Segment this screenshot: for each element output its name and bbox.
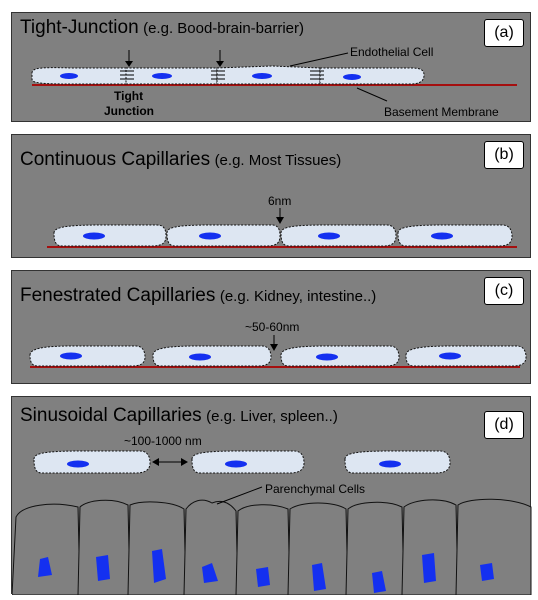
panel-sinusoidal-capillaries: Sinusoidal Capillaries (e.g. Liver, sple… <box>11 396 532 595</box>
gap-label: ~50-60nm <box>245 320 299 334</box>
parenchymal-cell <box>127 501 187 595</box>
double-arrow-icon <box>152 458 188 466</box>
arrow-icon <box>125 50 133 67</box>
panel-continuous-capillaries: Continuous Capillaries (e.g. Most Tissue… <box>11 134 531 258</box>
panel-fenestrated-capillaries: Fenestrated Capillaries (e.g. Kidney, in… <box>11 270 531 384</box>
nucleus <box>422 553 436 583</box>
nucleus <box>480 563 494 581</box>
endothelial-cell-label: Endothelial Cell <box>350 45 433 59</box>
panel-d-title-main: Sinusoidal Capillaries <box>20 405 202 426</box>
endothelial-cell <box>191 450 305 474</box>
junction-label-line-2: Junction <box>104 104 154 118</box>
nucleus <box>152 73 172 79</box>
panel-a-diagram: Tight Junction Endothelial Cell Basement… <box>31 45 517 119</box>
nucleus <box>431 232 453 240</box>
arrow-icon <box>270 335 278 351</box>
arrow-icon <box>276 208 284 224</box>
endothelial-cell <box>405 345 527 367</box>
endothelial-cell <box>31 67 127 85</box>
endothelial-cell <box>33 450 151 474</box>
nucleus <box>312 563 326 591</box>
nucleus <box>199 232 221 240</box>
nucleus <box>152 549 166 583</box>
panel-b-label: (b) <box>484 141 524 169</box>
basement-leader-line <box>356 87 388 102</box>
panel-d-title: Sinusoidal Capillaries (e.g. Liver, sple… <box>20 405 338 427</box>
endothelial-cell <box>397 224 513 247</box>
arrow-icon <box>216 50 224 67</box>
nucleus <box>83 232 105 240</box>
nucleus <box>96 555 110 581</box>
panel-a-title-main: Tight-Junction <box>20 17 139 38</box>
endothelial-leader-line <box>289 52 349 67</box>
panel-d-label: (d) <box>484 411 524 439</box>
panel-c-label: (c) <box>484 277 524 305</box>
parenchymal-cell <box>77 499 131 595</box>
nucleus <box>60 352 82 360</box>
nucleus <box>343 74 361 80</box>
panel-b-title-sub: (e.g. Most Tissues) <box>214 152 342 169</box>
nucleus <box>379 460 401 468</box>
panel-b-title-main: Continuous Capillaries <box>20 149 211 170</box>
gap-label: 6nm <box>268 194 291 208</box>
endothelial-cell <box>319 67 425 85</box>
panel-a-title-sub: (e.g. Bood-brain-barrier) <box>143 20 304 37</box>
nucleus <box>372 571 386 593</box>
parenchymal-cell <box>345 501 405 595</box>
nucleus <box>60 73 78 79</box>
parenchymal-cell <box>183 499 239 595</box>
panel-tight-junction: Tight-Junction (e.g. Bood-brain-barrier)… <box>11 12 531 122</box>
panel-c-title-sub: (e.g. Kidney, intestine..) <box>219 288 377 305</box>
tight-junction-marks <box>120 70 324 80</box>
junction-label-line-1: Tight <box>114 89 143 103</box>
nucleus <box>252 73 272 79</box>
endothelial-cell <box>53 224 167 247</box>
panel-a-title: Tight-Junction (e.g. Bood-brain-barrier) <box>20 17 304 39</box>
panel-d-diagram: ~100-1000 nm Parenchymal Cells <box>12 434 532 595</box>
nucleus <box>38 557 52 577</box>
basement-membrane-label: Basement Membrane <box>384 105 499 119</box>
parenchymal-cell <box>12 503 81 595</box>
parenchymal-cells-label: Parenchymal Cells <box>265 482 365 496</box>
endothelial-cell <box>29 345 146 367</box>
panel-b-diagram: 6nm <box>47 194 517 248</box>
nucleus <box>316 353 338 361</box>
endothelial-cell <box>166 224 281 247</box>
panel-d-title-sub: (e.g. Liver, spleen..) <box>206 408 338 425</box>
nucleus <box>67 460 89 468</box>
nucleus <box>189 353 211 361</box>
panel-a-label: (a) <box>484 19 524 47</box>
nucleus <box>202 563 218 583</box>
panel-b-title: Continuous Capillaries (e.g. Most Tissue… <box>20 149 341 171</box>
panel-c-title-main: Fenestrated Capillaries <box>20 285 216 306</box>
endothelial-cell <box>152 345 272 367</box>
nucleus <box>225 460 247 468</box>
nucleus <box>439 352 461 360</box>
parenchymal-cell <box>287 502 349 595</box>
gap-label: ~100-1000 nm <box>124 434 202 448</box>
parenchymal-cell <box>401 499 459 595</box>
parenchymal-cell <box>455 498 532 595</box>
nucleus <box>256 567 270 587</box>
panel-c-title: Fenestrated Capillaries (e.g. Kidney, in… <box>20 285 376 307</box>
parenchymal-leader-line <box>216 486 263 505</box>
nucleus <box>318 232 340 240</box>
endothelial-cell <box>280 345 400 367</box>
parenchymal-cell <box>235 504 291 595</box>
panel-c-diagram: ~50-60nm <box>29 320 527 368</box>
